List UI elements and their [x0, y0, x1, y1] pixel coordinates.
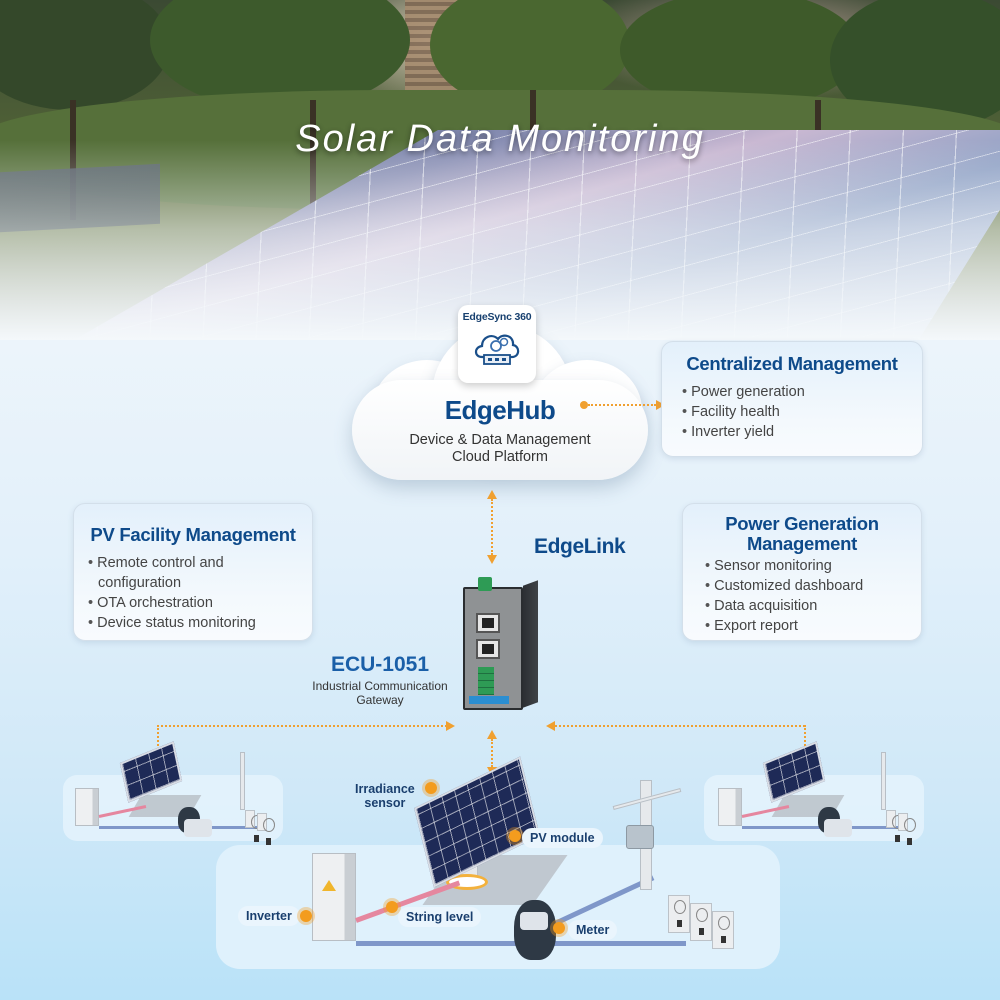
- mini-socket: [886, 810, 904, 842]
- cloud-gear-gateway-icon: [474, 334, 520, 365]
- pv-module-marker[interactable]: [509, 830, 521, 842]
- meter-marker[interactable]: [553, 922, 565, 934]
- label-inverter: Inverter: [238, 906, 300, 926]
- ecu-1051-gateway-device: [463, 575, 538, 710]
- edgehub-subtitle: Device & Data Management Cloud Platform: [352, 432, 648, 466]
- mini-socket: [898, 813, 916, 845]
- label-string-level: String level: [398, 907, 482, 927]
- irradiance-sensor-marker[interactable]: [425, 782, 437, 794]
- arrow-up-icon: [487, 730, 497, 739]
- inverter-cabinet: [312, 853, 356, 941]
- gateway-model: ECU-1051: [330, 653, 430, 676]
- ethernet-port-1: [476, 613, 500, 633]
- mini-utility-pole: [240, 752, 245, 810]
- power-socket: [690, 903, 712, 941]
- card-list: Remote control and configuration OTA orc…: [88, 553, 312, 633]
- mini-socket: [245, 810, 263, 842]
- ethernet-port-2: [476, 639, 500, 659]
- card-list: Sensor monitoring Customized dashboard D…: [705, 556, 921, 636]
- card-title-line2: Management: [746, 533, 858, 554]
- edgehub-subtitle-line1: Device & Data Management: [409, 432, 591, 448]
- arrow-right-icon: [446, 721, 455, 731]
- card-title-line1: Power Generation: [725, 513, 879, 534]
- gateway-description-line1: Industrial Communication: [312, 679, 448, 693]
- label-irradiance-line1: Irradiance: [355, 782, 415, 796]
- edgelink-connector: [491, 499, 493, 555]
- connector-dot: [580, 401, 588, 409]
- mini-meter: [178, 807, 212, 837]
- label-pv-module: PV module: [522, 828, 603, 848]
- arrow-left-icon: [546, 721, 555, 731]
- right-site-connector-horizontal: [555, 725, 805, 727]
- inverter-marker[interactable]: [300, 910, 312, 922]
- label-irradiance-line2: sensor: [364, 796, 406, 810]
- hero-banner: [0, 0, 1000, 340]
- card-title: PV Facility Management: [90, 524, 296, 545]
- warning-icon: [322, 880, 336, 891]
- mini-meter: [818, 807, 852, 837]
- card-title: Power Generation Management: [683, 514, 921, 554]
- edgehub-title: EdgeHub: [444, 395, 556, 425]
- edgelink-label: EdgeLink: [534, 535, 626, 558]
- transformer: [626, 825, 654, 849]
- meter-device: [514, 900, 556, 960]
- power-socket: [668, 895, 690, 933]
- list-item: Inverter yield: [682, 422, 922, 442]
- list-item: Customized dashboard: [705, 576, 921, 596]
- app-name: EdgeSync 360: [462, 311, 532, 323]
- page-title: Solar Data Monitoring: [295, 118, 705, 160]
- arrow-down-icon: [487, 555, 497, 564]
- list-item: Facility health: [682, 402, 922, 422]
- mini-utility-pole: [881, 752, 886, 810]
- tree-trunk: [815, 100, 821, 150]
- power-socket: [712, 911, 734, 949]
- gateway-description: Industrial Communication Gateway: [300, 679, 460, 707]
- tree-trunk: [530, 90, 536, 150]
- card-power-generation-management: Power Generation Management Sensor monit…: [682, 503, 922, 641]
- label-meter: Meter: [568, 920, 618, 940]
- list-item: OTA orchestration: [88, 593, 312, 613]
- card-pv-facility-management: PV Facility Management Remote control an…: [73, 503, 313, 641]
- list-item: Sensor monitoring: [705, 556, 921, 576]
- label-irradiance-sensor: Irradiance sensor: [355, 782, 415, 810]
- cloud-base: [352, 380, 648, 480]
- mini-socket: [257, 813, 275, 845]
- device-label: [469, 696, 509, 704]
- card-centralized-management: Centralized Management Power generation …: [661, 341, 923, 457]
- card-list: Power generation Facility health Inverte…: [682, 382, 922, 442]
- edgehub-subtitle-line2: Cloud Platform: [452, 449, 548, 465]
- power-connector: [478, 577, 492, 591]
- edgesync-app-tile[interactable]: EdgeSync 360: [458, 305, 536, 383]
- mini-inverter: [718, 788, 742, 826]
- arrow-up-icon: [487, 490, 497, 499]
- list-item: Export report: [705, 616, 921, 636]
- gateway-description-line2: Gateway: [356, 693, 404, 707]
- list-item: Data acquisition: [705, 596, 921, 616]
- device-side: [523, 580, 538, 708]
- list-item: Power generation: [682, 382, 922, 402]
- arrow-right-icon: [656, 400, 665, 410]
- left-site-connector-horizontal: [157, 725, 447, 727]
- string-level-marker[interactable]: [386, 901, 398, 913]
- connector-line: [588, 404, 656, 406]
- terminal-block: [478, 667, 494, 695]
- gateway-site-connector: [491, 739, 493, 767]
- card-title: Centralized Management: [686, 353, 898, 374]
- list-item: Device status monitoring: [88, 613, 312, 633]
- mini-inverter: [75, 788, 99, 826]
- list-item: Remote control and: [88, 553, 312, 573]
- list-item-continuation: configuration: [98, 575, 182, 591]
